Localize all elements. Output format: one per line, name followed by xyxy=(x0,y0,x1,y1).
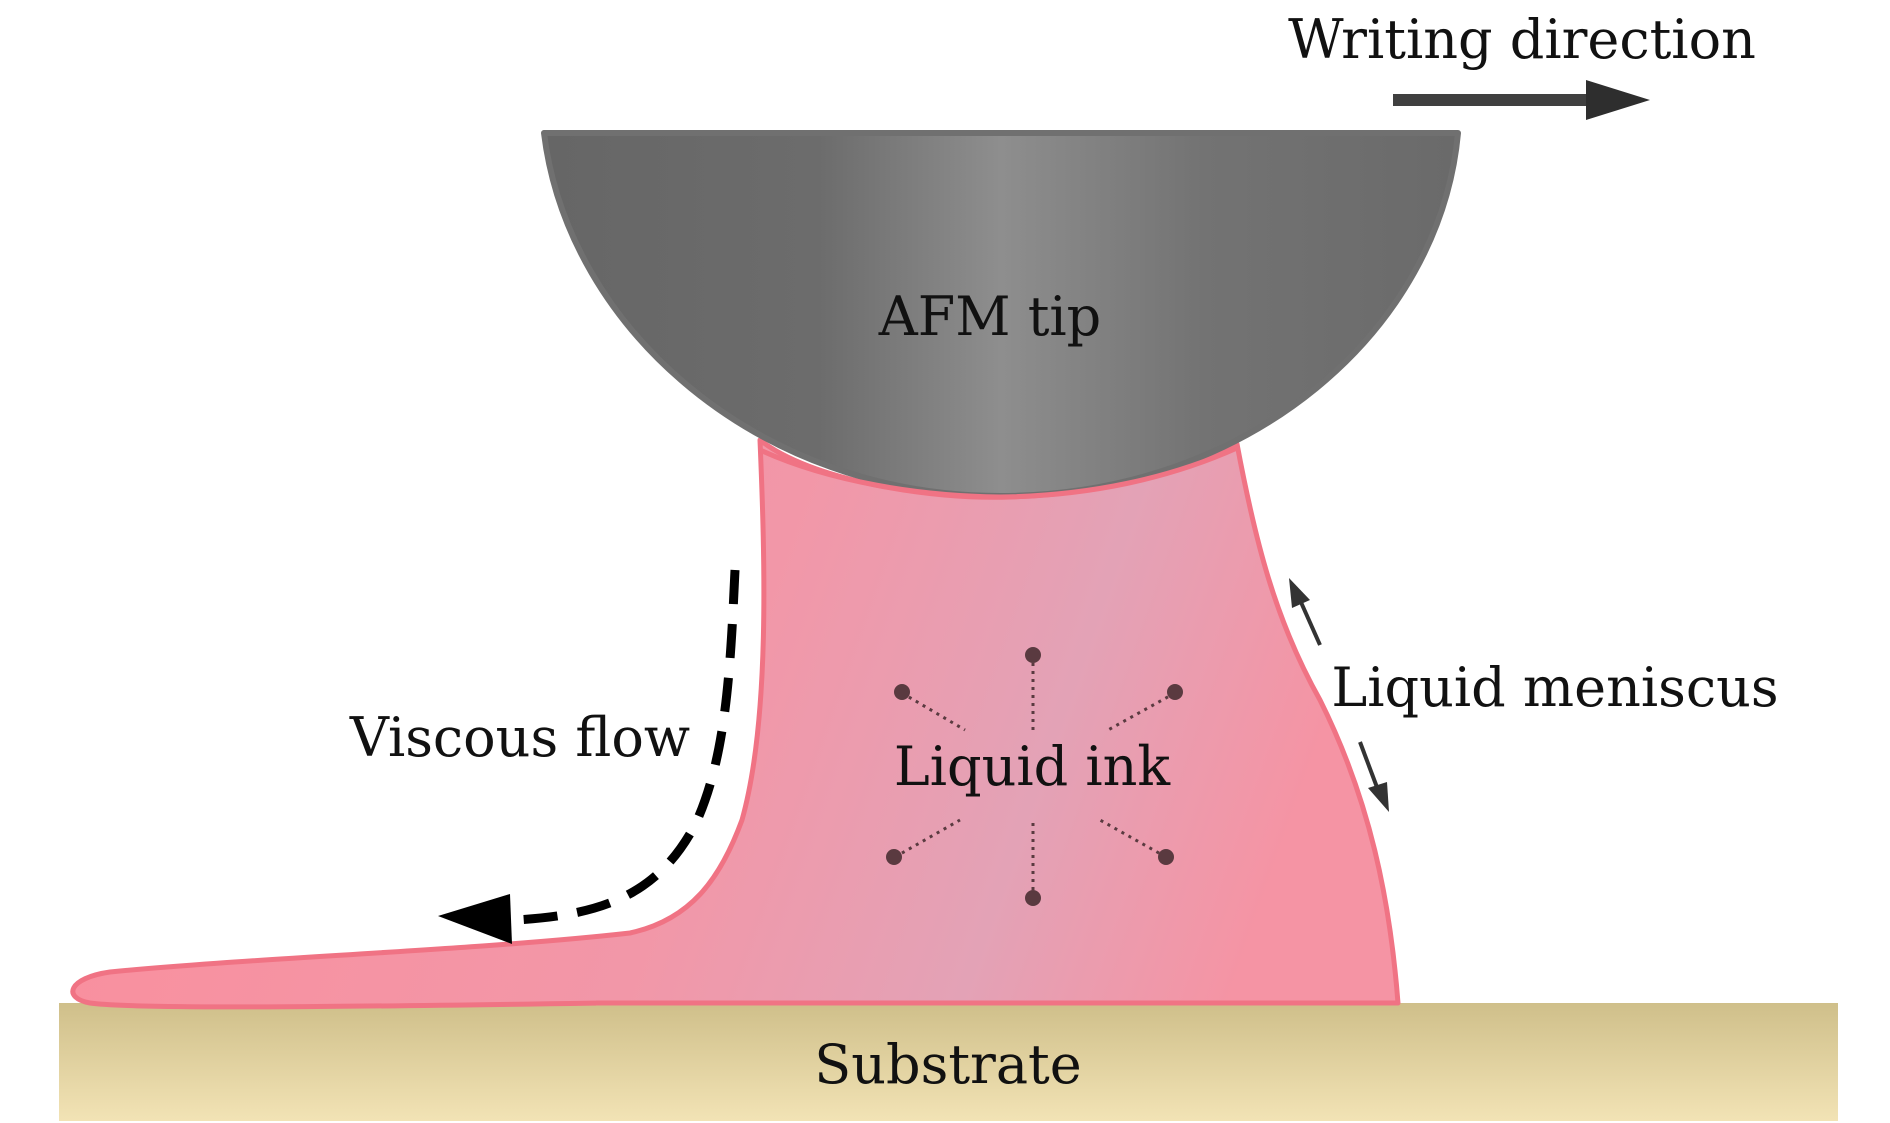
molecule-dot-bottom xyxy=(1025,890,1041,906)
substrate-block xyxy=(59,1003,1838,1121)
viscous-flow-label: Viscous flow xyxy=(349,706,690,769)
molecule-dot-top xyxy=(1025,647,1041,663)
substrate-label: Substrate xyxy=(814,1033,1081,1096)
writing-direction-label: Writing direction xyxy=(1288,8,1756,71)
liquid-meniscus-label: Liquid meniscus xyxy=(1331,656,1778,719)
substrate: Substrate xyxy=(59,1003,1838,1121)
afm-tip-label: AFM tip xyxy=(878,285,1101,348)
afm-tip: AFM tip xyxy=(541,130,1461,500)
writing-direction-indicator: Writing direction xyxy=(1288,8,1756,120)
meniscus-arrow-up-icon xyxy=(1289,578,1310,608)
molecule-dot-bottom-left xyxy=(886,849,902,865)
liquid-meniscus-indicator: Liquid meniscus xyxy=(1289,578,1779,812)
ink-tip-contact-line xyxy=(758,445,1239,500)
viscous-flow-arrow-path xyxy=(514,569,740,925)
liquid-ink-label: Liquid ink xyxy=(894,735,1172,798)
liquid-ink-meniscus xyxy=(70,437,1401,1010)
meniscus-arrow-up-shaft xyxy=(1298,599,1322,646)
molecule-dot-top-right xyxy=(1167,684,1183,700)
meniscus-arrow-down-icon xyxy=(1368,782,1389,812)
ink-molecules xyxy=(886,647,1183,906)
viscous-flow-arrow-icon xyxy=(438,894,512,944)
ink-body xyxy=(70,437,1401,1010)
molecule-dot-top-left xyxy=(894,684,910,700)
writing-direction-arrow-icon xyxy=(1586,80,1650,120)
meniscus-arrow-down-shaft xyxy=(1358,741,1380,791)
viscous-flow-indicator: Viscous flow xyxy=(349,569,740,944)
molecule-dot-bottom-right xyxy=(1158,849,1174,865)
